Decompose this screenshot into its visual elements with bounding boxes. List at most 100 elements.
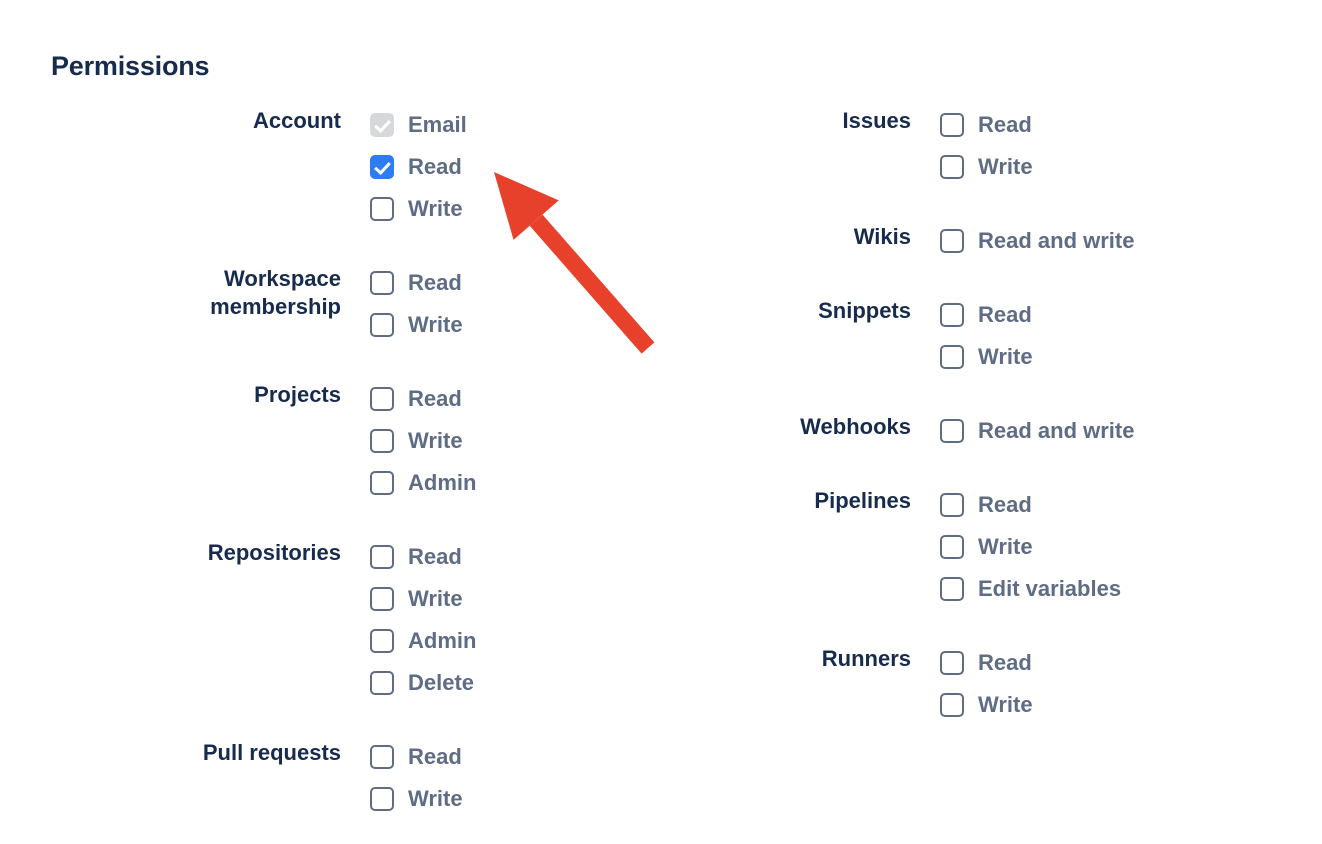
permission-group-label: Pipelines [814, 488, 911, 513]
permission-group-label: Webhooks [800, 414, 911, 439]
permission-row[interactable]: Edit variables [940, 568, 1121, 610]
checkbox-label: Write [408, 312, 463, 337]
checkbox-read[interactable] [370, 745, 394, 769]
permission-row[interactable]: Read [370, 146, 467, 188]
checkbox-write[interactable] [370, 429, 394, 453]
checkbox-admin[interactable] [370, 471, 394, 495]
permission-row[interactable]: Read [940, 642, 1033, 684]
checkbox-read[interactable] [940, 113, 964, 137]
permission-group-label: Workspace membership [210, 266, 341, 319]
checkbox-read[interactable] [940, 303, 964, 327]
checkbox-write[interactable] [370, 587, 394, 611]
checkbox-read[interactable] [370, 545, 394, 569]
permission-row[interactable]: Write [370, 578, 476, 620]
checkbox-label: Read [408, 386, 462, 411]
permission-row[interactable]: Read [940, 104, 1033, 146]
permission-group-label: Account [253, 108, 341, 133]
checkbox-label: Write [978, 344, 1033, 369]
checkbox-label: Delete [408, 670, 475, 695]
permission-option-list: Read and write [940, 410, 1134, 452]
permission-row[interactable]: Read [370, 378, 476, 420]
checkbox-label: Read [978, 650, 1032, 675]
checkbox-label: Write [978, 534, 1033, 559]
checkbox-label: Read and write [978, 228, 1135, 253]
permission-group-label: Issues [842, 108, 912, 133]
permission-row[interactable]: Read and write [940, 220, 1134, 262]
checkbox-label: Write [408, 786, 463, 811]
permission-row[interactable]: Write [940, 684, 1033, 726]
checkbox-label: Read [978, 492, 1032, 517]
permission-row[interactable]: Write [370, 420, 476, 462]
permission-group-label: Projects [254, 382, 341, 407]
permission-row[interactable]: Read [370, 536, 476, 578]
checkbox-label: Admin [408, 470, 477, 495]
permission-group: Wikis Read and write [620, 220, 1280, 262]
checkbox-write[interactable] [940, 345, 964, 369]
permission-row[interactable]: Read [940, 484, 1121, 526]
checkbox-write[interactable] [370, 197, 394, 221]
checkbox-read[interactable] [370, 271, 394, 295]
permission-row[interactable]: Admin [370, 462, 476, 504]
checkbox-label: Read [408, 744, 462, 769]
checkbox-label: Read and write [978, 418, 1135, 443]
permission-option-list: Read and write [940, 220, 1134, 262]
checkbox-write[interactable] [940, 155, 964, 179]
checkbox-label: Write [408, 586, 463, 611]
permission-row[interactable]: Write [940, 526, 1121, 568]
permission-group-label: Wikis [853, 224, 911, 249]
checkbox-label: Read [408, 544, 462, 569]
permission-row[interactable]: Read and write [940, 410, 1134, 452]
checkbox-write[interactable] [370, 787, 394, 811]
checkbox-label: Admin [408, 628, 477, 653]
checkbox-read-and-write[interactable] [940, 419, 964, 443]
checkbox-read[interactable] [940, 493, 964, 517]
permission-row[interactable]: Read [940, 294, 1033, 336]
checkbox-label: Write [408, 196, 463, 221]
checkbox-read[interactable] [370, 155, 394, 179]
checkbox-admin[interactable] [370, 629, 394, 653]
checkbox-delete[interactable] [370, 671, 394, 695]
checkbox-read-and-write[interactable] [940, 229, 964, 253]
checkbox-label: Read [978, 302, 1032, 327]
permission-row[interactable]: Write [370, 778, 463, 820]
permission-row[interactable]: Email [370, 104, 467, 146]
permission-group-label: Repositories [207, 540, 341, 565]
permission-row[interactable]: Delete [370, 662, 476, 704]
permission-row[interactable]: Write [370, 188, 467, 230]
permission-row[interactable]: Write [370, 304, 463, 346]
checkbox-label: Edit variables [978, 576, 1122, 601]
permission-group-label: Runners [821, 646, 911, 671]
permission-row[interactable]: Write [940, 146, 1033, 188]
checkbox-label: Read [978, 112, 1032, 137]
checkbox-edit-variables[interactable] [940, 577, 964, 601]
checkbox-read[interactable] [940, 651, 964, 675]
checkbox-write[interactable] [370, 313, 394, 337]
checkbox-write[interactable] [940, 693, 964, 717]
checkbox-write[interactable] [940, 535, 964, 559]
permission-row[interactable]: Write [940, 336, 1033, 378]
checkbox-label: Read [408, 154, 462, 179]
permission-row[interactable]: Read [370, 262, 463, 304]
checkbox-read[interactable] [370, 387, 394, 411]
page-title: Permissions [51, 51, 210, 81]
checkbox-email [370, 113, 394, 137]
permission-row[interactable]: Admin [370, 620, 476, 662]
permission-row[interactable]: Read [370, 736, 463, 778]
